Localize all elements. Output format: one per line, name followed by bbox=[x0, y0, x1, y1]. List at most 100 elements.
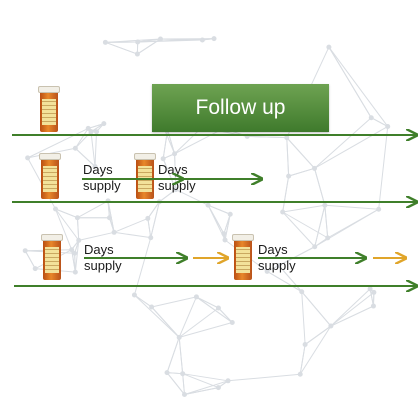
network-link bbox=[160, 38, 203, 41]
network-link bbox=[282, 176, 290, 213]
network-link bbox=[134, 294, 152, 308]
network-link bbox=[105, 38, 161, 43]
pill-bottle-icon bbox=[41, 234, 63, 280]
days-supply-label: Days supply bbox=[258, 242, 296, 273]
network-link bbox=[105, 41, 138, 55]
network-link bbox=[55, 208, 78, 219]
network-link bbox=[55, 208, 80, 241]
network-node bbox=[205, 202, 211, 208]
network-link bbox=[314, 205, 326, 247]
network-node bbox=[74, 215, 80, 221]
network-link bbox=[330, 291, 375, 327]
network-node bbox=[215, 305, 221, 311]
network-link bbox=[174, 128, 224, 155]
network-link bbox=[218, 307, 233, 323]
network-node bbox=[92, 164, 98, 170]
network-link bbox=[328, 46, 372, 118]
network-link bbox=[27, 127, 89, 159]
network-link bbox=[282, 204, 325, 213]
network-link bbox=[207, 204, 231, 215]
network-link bbox=[74, 128, 89, 149]
network-link bbox=[288, 167, 315, 177]
days-supply-label: Days supply bbox=[84, 242, 122, 273]
network-node bbox=[225, 378, 231, 384]
network-link bbox=[328, 46, 389, 127]
network-link bbox=[299, 325, 332, 375]
network-link bbox=[166, 337, 180, 373]
network-link bbox=[94, 131, 98, 167]
network-node bbox=[22, 248, 28, 254]
network-link bbox=[247, 135, 287, 139]
network-link bbox=[114, 231, 151, 239]
network-link bbox=[88, 123, 104, 129]
network-link bbox=[314, 126, 388, 169]
network-link bbox=[178, 337, 184, 374]
network-node bbox=[25, 155, 31, 161]
network-link bbox=[207, 204, 225, 234]
network-link bbox=[147, 201, 160, 219]
network-link bbox=[330, 288, 371, 327]
network-node bbox=[368, 115, 374, 121]
network-link bbox=[134, 294, 180, 338]
network-link bbox=[167, 372, 183, 375]
network-link bbox=[77, 200, 109, 219]
network-link bbox=[282, 211, 316, 248]
network-link bbox=[74, 147, 96, 167]
network-link bbox=[314, 208, 379, 248]
network-node bbox=[264, 268, 270, 274]
network-link bbox=[184, 380, 229, 395]
network-link bbox=[278, 265, 303, 293]
network-link bbox=[314, 168, 326, 206]
network-node bbox=[376, 206, 382, 212]
pill-bottle-icon bbox=[232, 234, 254, 280]
network-link bbox=[74, 253, 76, 273]
network-link bbox=[304, 325, 332, 345]
network-link bbox=[282, 211, 328, 239]
network-link bbox=[151, 296, 197, 308]
network-link bbox=[166, 372, 185, 395]
network-link bbox=[108, 217, 115, 233]
network-link bbox=[224, 214, 231, 241]
network-link bbox=[378, 126, 389, 210]
network-link bbox=[371, 117, 388, 127]
network-link bbox=[301, 291, 306, 345]
network-node bbox=[280, 209, 286, 215]
network-link bbox=[179, 321, 233, 338]
network-link bbox=[369, 288, 374, 307]
network-node bbox=[148, 235, 154, 241]
network-link bbox=[159, 189, 177, 203]
network-link bbox=[107, 200, 110, 218]
network-link bbox=[76, 217, 80, 241]
network-link bbox=[55, 208, 73, 250]
pill-bottle-icon bbox=[39, 153, 61, 199]
network-link bbox=[196, 296, 219, 309]
network-link bbox=[147, 218, 152, 238]
network-link bbox=[90, 131, 96, 167]
network-link bbox=[182, 373, 229, 382]
network-link bbox=[286, 137, 315, 169]
network-node bbox=[328, 323, 334, 329]
days-supply-label: Days supply bbox=[83, 162, 121, 193]
network-link bbox=[330, 305, 374, 327]
network-link bbox=[178, 296, 197, 338]
network-link bbox=[178, 307, 219, 338]
network-node bbox=[160, 156, 166, 162]
network-link bbox=[184, 387, 219, 396]
network-link bbox=[151, 306, 180, 338]
network-link bbox=[196, 296, 233, 323]
follow-up-box: Follow up bbox=[152, 84, 329, 132]
network-link bbox=[278, 246, 315, 266]
network-link bbox=[314, 117, 372, 169]
network-link bbox=[301, 291, 332, 327]
network-link bbox=[324, 204, 379, 210]
network-link bbox=[286, 137, 290, 177]
network-link bbox=[74, 240, 80, 273]
network-link bbox=[78, 231, 115, 241]
network-node bbox=[102, 39, 108, 45]
network-link bbox=[137, 39, 203, 43]
network-link bbox=[113, 217, 149, 233]
follow-up-label: Follow up bbox=[195, 96, 286, 119]
